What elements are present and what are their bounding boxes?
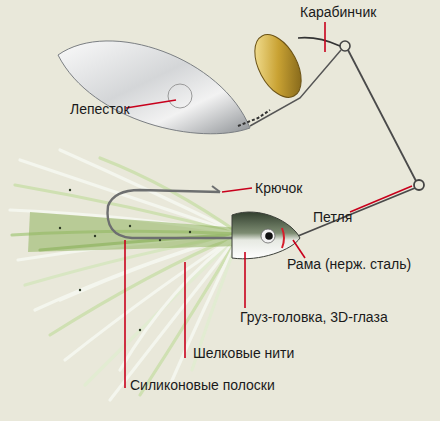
- glitter-dot: [79, 289, 81, 291]
- leader-line: [324, 22, 326, 52]
- leader-line: [126, 100, 176, 108]
- part-label: Крючок: [255, 180, 302, 196]
- blade-logo: [168, 84, 192, 108]
- weighted-head: [232, 212, 300, 259]
- leader-line: [293, 240, 305, 258]
- swivel-chain: [238, 110, 270, 126]
- wire-eye: [340, 41, 350, 51]
- eye-pupil: [265, 232, 273, 240]
- gill-mark: [282, 228, 284, 248]
- willow-blade: [58, 41, 250, 134]
- lower-arm: [298, 188, 415, 236]
- glitter-dot: [139, 329, 141, 331]
- 3d-eye: [261, 229, 275, 243]
- part-label: Карабинчик: [300, 4, 376, 20]
- leader-line: [124, 240, 126, 388]
- part-label: Петля: [313, 209, 352, 225]
- skirt-strand: [140, 234, 240, 395]
- leader-line: [184, 262, 186, 358]
- leader-line: [222, 188, 252, 192]
- hook: [108, 190, 243, 238]
- part-label: Рама (нерж. сталь): [287, 256, 411, 272]
- glitter-dot: [59, 227, 61, 229]
- part-label: Лепесток: [70, 101, 130, 117]
- leader-lines: [125, 22, 412, 388]
- leader-line: [350, 186, 412, 212]
- glitter-dot: [69, 189, 71, 191]
- skirt: [10, 150, 240, 400]
- part-label: Груз-головка, 3D-глаза: [240, 309, 388, 325]
- leader-line: [244, 252, 246, 308]
- part-label: Силиконовые полоски: [130, 377, 275, 393]
- glitter-strands: [28, 212, 240, 252]
- upper-arm: [348, 50, 416, 181]
- frame-loop: [414, 180, 424, 190]
- part-label: Шелковые нити: [193, 345, 294, 361]
- carabiner: [298, 38, 340, 46]
- hook-barb: [212, 186, 220, 192]
- glitter-dot: [189, 231, 191, 233]
- glitter-dot: [94, 235, 96, 237]
- skirt-strand: [110, 234, 240, 400]
- colorado-blade: [245, 27, 310, 105]
- glitter-dot: [129, 225, 131, 227]
- skirt-strand: [170, 234, 240, 385]
